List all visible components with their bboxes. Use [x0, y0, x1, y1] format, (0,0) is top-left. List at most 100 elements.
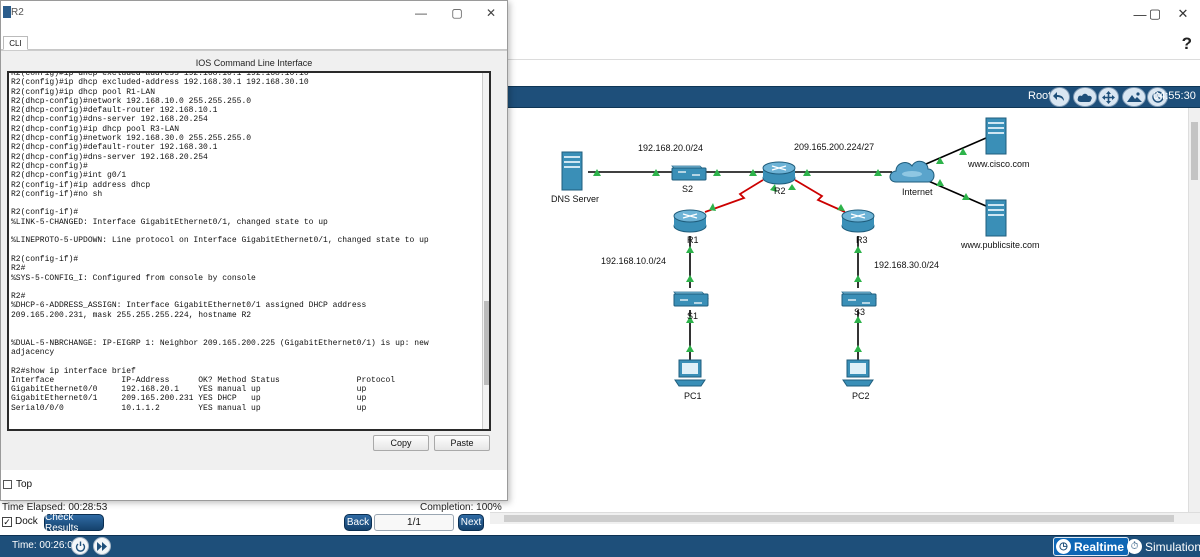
link-up-indicator: [652, 169, 660, 176]
link-up-indicator: [854, 246, 862, 253]
r2-close-button[interactable]: ✕: [485, 6, 497, 20]
top-label: Top: [16, 479, 33, 490]
check-results-button[interactable]: Check Results: [44, 512, 104, 534]
cli-line: [11, 329, 479, 338]
scrollbar-thumb[interactable]: [1191, 122, 1198, 180]
cli-line: R2(dhcp-config)#network 192.168.10.0 255…: [11, 96, 252, 106]
cli-line: [11, 283, 479, 292]
root-label[interactable]: Root: [1028, 90, 1052, 102]
link-up-indicator: [686, 345, 694, 352]
copy-button[interactable]: Copy: [373, 435, 429, 451]
r2-minimize-button[interactable]: —: [415, 6, 427, 20]
cli-line: %SYS-5-CONFIG_I: Configured from console…: [11, 273, 256, 283]
cli-line: GigabitEthernet0/0 192.168.20.1 YES manu…: [11, 385, 367, 395]
device-label-s1[interactable]: S1: [687, 311, 699, 321]
clock-icon[interactable]: [1147, 87, 1168, 107]
network-label-192-168-10: 192.168.10.0/24: [601, 256, 667, 266]
back-button[interactable]: Back: [344, 514, 372, 531]
serial-link-r1-r2: [704, 179, 764, 213]
main-maximize-button[interactable]: ▢: [1148, 6, 1162, 21]
back-icon[interactable]: [1049, 87, 1070, 107]
cli-line: R2(dhcp-config)#: [11, 161, 88, 171]
device-label-s3[interactable]: S3: [854, 307, 866, 317]
main-close-button[interactable]: ✕: [1177, 6, 1189, 21]
cli-line: R2(config-if)#ip address dhcp: [11, 180, 151, 190]
link-up-indicator: [686, 275, 694, 282]
top-checkbox[interactable]: [3, 480, 12, 489]
cli-line: %DUAL-5-NBRCHANGE: IP-EIGRP 1: Neighbor …: [11, 338, 429, 348]
main-minimize-button[interactable]: —: [1133, 6, 1147, 22]
completion-percent: Completion: 100%: [420, 502, 502, 513]
device-label-r1[interactable]: R1: [687, 235, 699, 245]
device-label-publicsite[interactable]: www.publicsite.com: [961, 240, 1040, 250]
cli-line: R2(config-if)#no sh: [11, 189, 103, 199]
cli-line: GigabitEthernet0/1 209.165.200.231 YES D…: [11, 394, 367, 404]
cli-line: [11, 227, 479, 236]
link-up-indicator: [959, 148, 967, 155]
simulation-stopwatch-icon: ⏱: [1127, 539, 1142, 554]
cli-line: [11, 246, 479, 255]
cli-line: R2(config-if)#: [11, 208, 79, 218]
router-r2-icon: [762, 161, 796, 185]
link-up-indicator: [837, 204, 845, 211]
fast-forward-icon[interactable]: [93, 537, 111, 555]
r2-device-window[interactable]: R2 — ▢ ✕ CLI IOS Command Line Interface …: [0, 0, 508, 501]
next-button[interactable]: Next: [458, 514, 484, 531]
link-up-indicator: [936, 179, 944, 186]
device-label-pc2[interactable]: PC2: [852, 391, 870, 401]
cli-line: %DHCP-6-ADDRESS_ASSIGN: Interface Gigabi…: [11, 301, 367, 311]
power-cycle-icon[interactable]: [71, 537, 89, 555]
internet-cloud-icon: [889, 160, 935, 183]
router-app-icon: [3, 6, 11, 18]
realtime-mode-button[interactable]: ◷ Realtime: [1053, 537, 1130, 556]
simulation-mode-button[interactable]: ⏱ Simulation: [1127, 537, 1200, 556]
logical-workspace[interactable]: 192.168.20.0/24 209.165.200.224/27 192.1…: [500, 108, 1188, 512]
cli-scrollbar[interactable]: [482, 73, 489, 429]
device-label-r3[interactable]: R3: [856, 235, 868, 245]
top-checkbox-group[interactable]: Top: [3, 479, 32, 490]
cli-console[interactable]: R2(config)#ip dhcp excluded-address 192.…: [7, 71, 491, 431]
serial-link-r2-r3: [794, 179, 846, 213]
cli-line: R2#: [11, 264, 26, 274]
cli-line: R2(config)#ip dhcp excluded-address 192.…: [11, 78, 309, 88]
simulation-time: Time: 00:26:09: [12, 540, 79, 551]
device-label-pc1[interactable]: PC1: [684, 391, 702, 401]
device-label-cisco[interactable]: www.cisco.com: [968, 159, 1030, 169]
link-up-indicator: [803, 169, 811, 176]
r2-titlebar[interactable]: [1, 1, 507, 25]
realtime-clock-icon: ◷: [1056, 539, 1071, 554]
link-up-indicator: [593, 169, 601, 176]
link-up-indicator: [686, 246, 694, 253]
cloud-icon[interactable]: [1073, 87, 1097, 107]
link-up-indicator: [962, 193, 970, 200]
scrollbar-thumb[interactable]: [504, 515, 1174, 522]
help-icon[interactable]: ?: [1181, 34, 1192, 53]
scrollbar-thumb[interactable]: [484, 301, 489, 385]
paste-button[interactable]: Paste: [434, 435, 490, 451]
dock-checkbox-group[interactable]: ✓ Dock: [2, 516, 38, 527]
cli-line: R2(config)#ip dhcp pool R1-LAN: [11, 87, 156, 97]
r2-tab-bar: CLI: [1, 36, 507, 50]
workspace-vertical-scrollbar[interactable]: [1188, 108, 1200, 512]
tab-cli[interactable]: CLI: [3, 36, 28, 50]
dock-checkbox[interactable]: ✓: [2, 516, 12, 527]
cli-line: adjacency: [11, 347, 55, 357]
device-label-s2[interactable]: S2: [682, 184, 694, 194]
move-icon[interactable]: [1098, 87, 1119, 107]
device-label-r2[interactable]: R2: [774, 186, 786, 196]
workspace-horizontal-scrollbar[interactable]: [490, 512, 1200, 524]
device-label-dns-server[interactable]: DNS Server: [551, 194, 600, 204]
cli-line: [11, 320, 479, 329]
realtime-label: Realtime: [1074, 539, 1125, 554]
cli-line: R2(dhcp-config)#default-router 192.168.3…: [11, 143, 218, 153]
link-internet-cisco: [925, 137, 987, 165]
cli-output[interactable]: R2(config)#ip dhcp excluded-address 192.…: [11, 73, 479, 413]
topology-canvas[interactable]: [500, 108, 1188, 512]
link-up-indicator: [788, 184, 796, 190]
cli-line: R2(dhcp-config)#int g0/1: [11, 171, 127, 181]
landscape-icon[interactable]: [1122, 87, 1146, 107]
device-label-internet[interactable]: Internet: [902, 187, 933, 197]
cli-line: R2#show ip interface brief: [11, 366, 136, 376]
workspace-clock: 04:55:30: [1153, 90, 1196, 102]
r2-maximize-button[interactable]: ▢: [451, 6, 463, 20]
